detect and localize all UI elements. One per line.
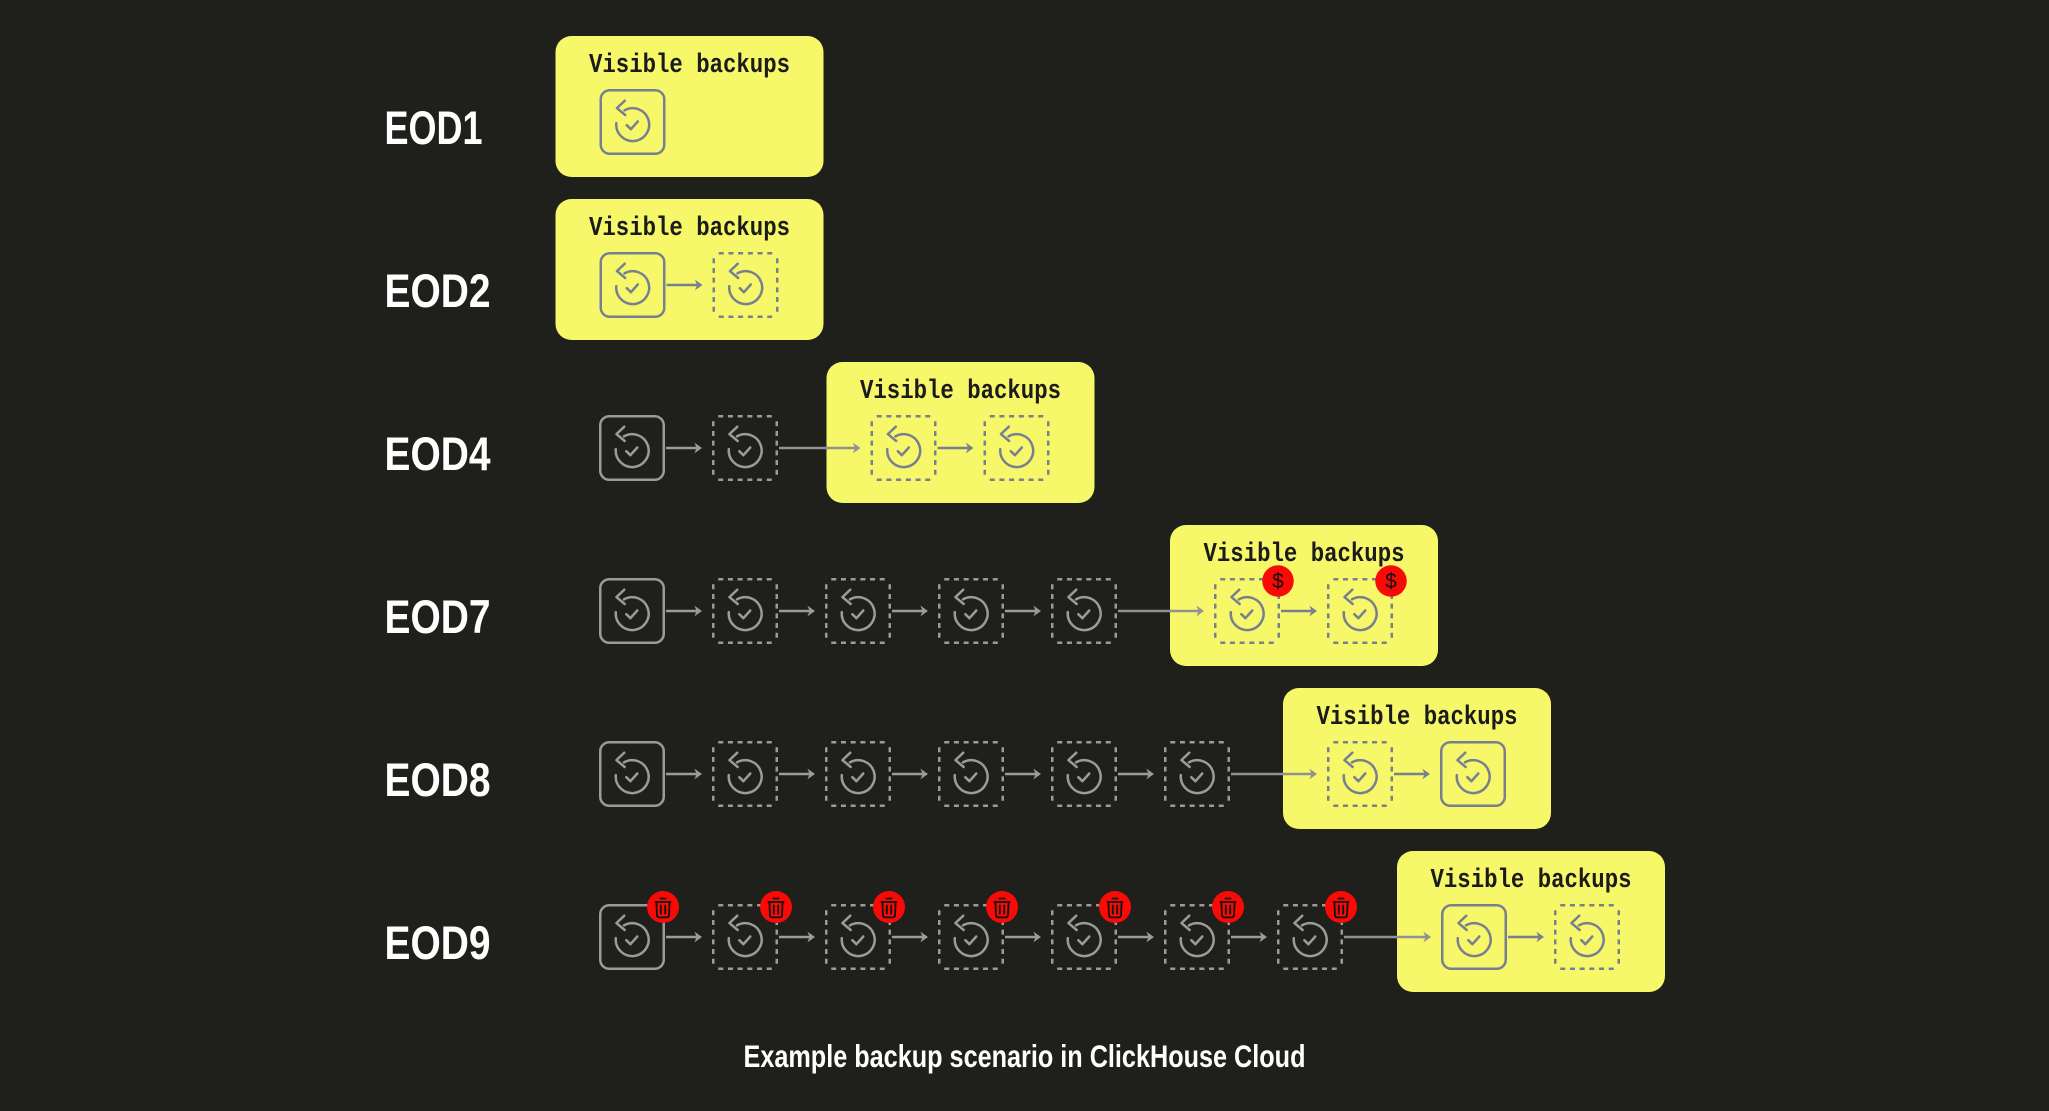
svg-text:EOD8: EOD8 xyxy=(385,753,491,806)
svg-text:Visible backups: Visible backups xyxy=(1431,866,1632,896)
svg-text:EOD1: EOD1 xyxy=(385,101,483,154)
svg-text:$: $ xyxy=(1272,570,1284,593)
svg-text:EOD7: EOD7 xyxy=(385,590,491,643)
svg-text:Visible backups: Visible backups xyxy=(1317,703,1518,733)
svg-text:EOD9: EOD9 xyxy=(385,916,491,969)
svg-text:Visible backups: Visible backups xyxy=(1204,540,1405,570)
svg-text:Example backup scenario in Cli: Example backup scenario in ClickHouse Cl… xyxy=(744,1038,1306,1074)
svg-text:EOD4: EOD4 xyxy=(385,427,491,480)
svg-text:Visible backups: Visible backups xyxy=(860,377,1061,407)
svg-text:Visible backups: Visible backups xyxy=(589,214,790,244)
svg-text:EOD2: EOD2 xyxy=(385,264,491,317)
svg-text:Visible backups: Visible backups xyxy=(589,51,790,81)
svg-text:$: $ xyxy=(1385,570,1397,593)
